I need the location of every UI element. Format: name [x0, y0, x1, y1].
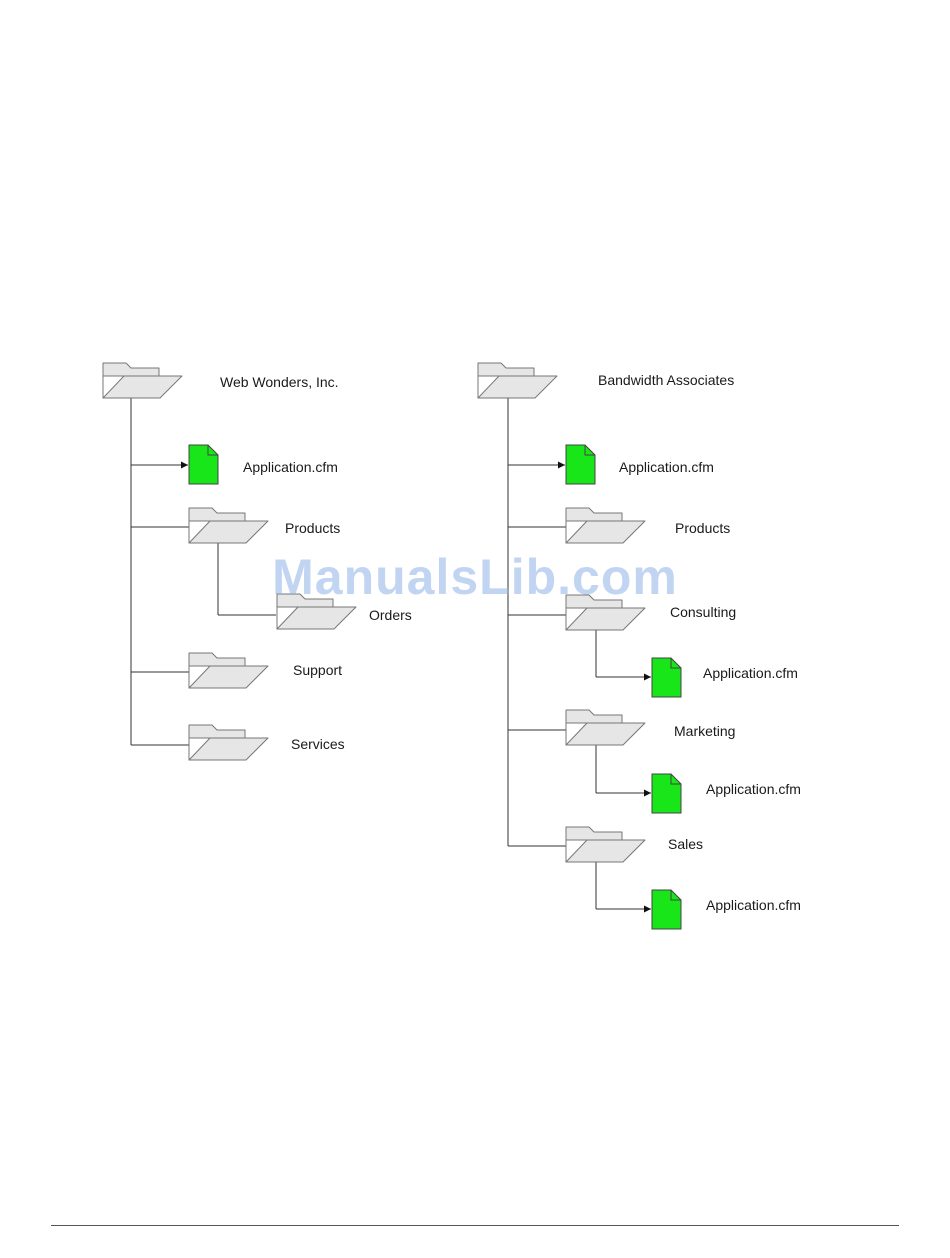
file-label: Application.cfm	[619, 459, 714, 475]
folder-icon	[189, 653, 268, 688]
folder-icon	[189, 725, 268, 760]
file-label: Application.cfm	[703, 665, 798, 681]
folder-label: Products	[675, 520, 730, 536]
folder-icon	[566, 508, 645, 543]
file-application-cfm[interactable]: Application.cfm	[189, 445, 338, 484]
root-folder-web-wonders[interactable]: Web Wonders, Inc.	[103, 363, 339, 398]
root-folder-bandwidth-associates[interactable]: Bandwidth Associates	[478, 363, 734, 398]
folder-label: Orders	[369, 607, 412, 623]
folder-label: Products	[285, 520, 340, 536]
file-application-cfm[interactable]: Application.cfm	[652, 774, 801, 813]
file-label: Application.cfm	[706, 897, 801, 913]
folder-support[interactable]: Support	[189, 653, 342, 688]
folder-icon	[566, 595, 645, 630]
file-icon	[652, 774, 681, 813]
folder-services[interactable]: Services	[189, 725, 345, 760]
tree-web-wonders: Web Wonders, Inc. Application.cfm Produc…	[103, 363, 412, 760]
folder-icon	[566, 827, 645, 862]
file-application-cfm[interactable]: Application.cfm	[652, 658, 798, 697]
folder-label: Consulting	[670, 604, 736, 620]
folder-icon	[478, 363, 557, 398]
folder-label: Bandwidth Associates	[598, 372, 734, 388]
folder-label: Web Wonders, Inc.	[220, 374, 339, 390]
folder-products[interactable]: Products	[189, 508, 340, 543]
folder-label: Services	[291, 736, 345, 752]
folder-label: Support	[293, 662, 342, 678]
file-icon	[652, 890, 681, 929]
file-application-cfm[interactable]: Application.cfm	[652, 890, 801, 929]
file-icon	[566, 445, 595, 484]
folder-label: Marketing	[674, 723, 735, 739]
footer-divider	[51, 1225, 899, 1226]
file-label: Application.cfm	[243, 459, 338, 475]
folder-sales[interactable]: Sales	[566, 827, 703, 862]
folder-consulting[interactable]: Consulting	[566, 595, 736, 630]
folder-marketing[interactable]: Marketing	[566, 710, 735, 745]
folder-icon	[566, 710, 645, 745]
folder-orders[interactable]: Orders	[277, 594, 412, 629]
folder-icon	[103, 363, 182, 398]
folder-products[interactable]: Products	[566, 508, 730, 543]
folder-icon	[277, 594, 356, 629]
folder-label: Sales	[668, 836, 703, 852]
folder-icon	[189, 508, 268, 543]
tree-bandwidth-associates: Bandwidth Associates Application.cfm Pro…	[478, 363, 801, 929]
file-icon	[652, 658, 681, 697]
file-icon	[189, 445, 218, 484]
file-label: Application.cfm	[706, 781, 801, 797]
file-application-cfm[interactable]: Application.cfm	[566, 445, 714, 484]
